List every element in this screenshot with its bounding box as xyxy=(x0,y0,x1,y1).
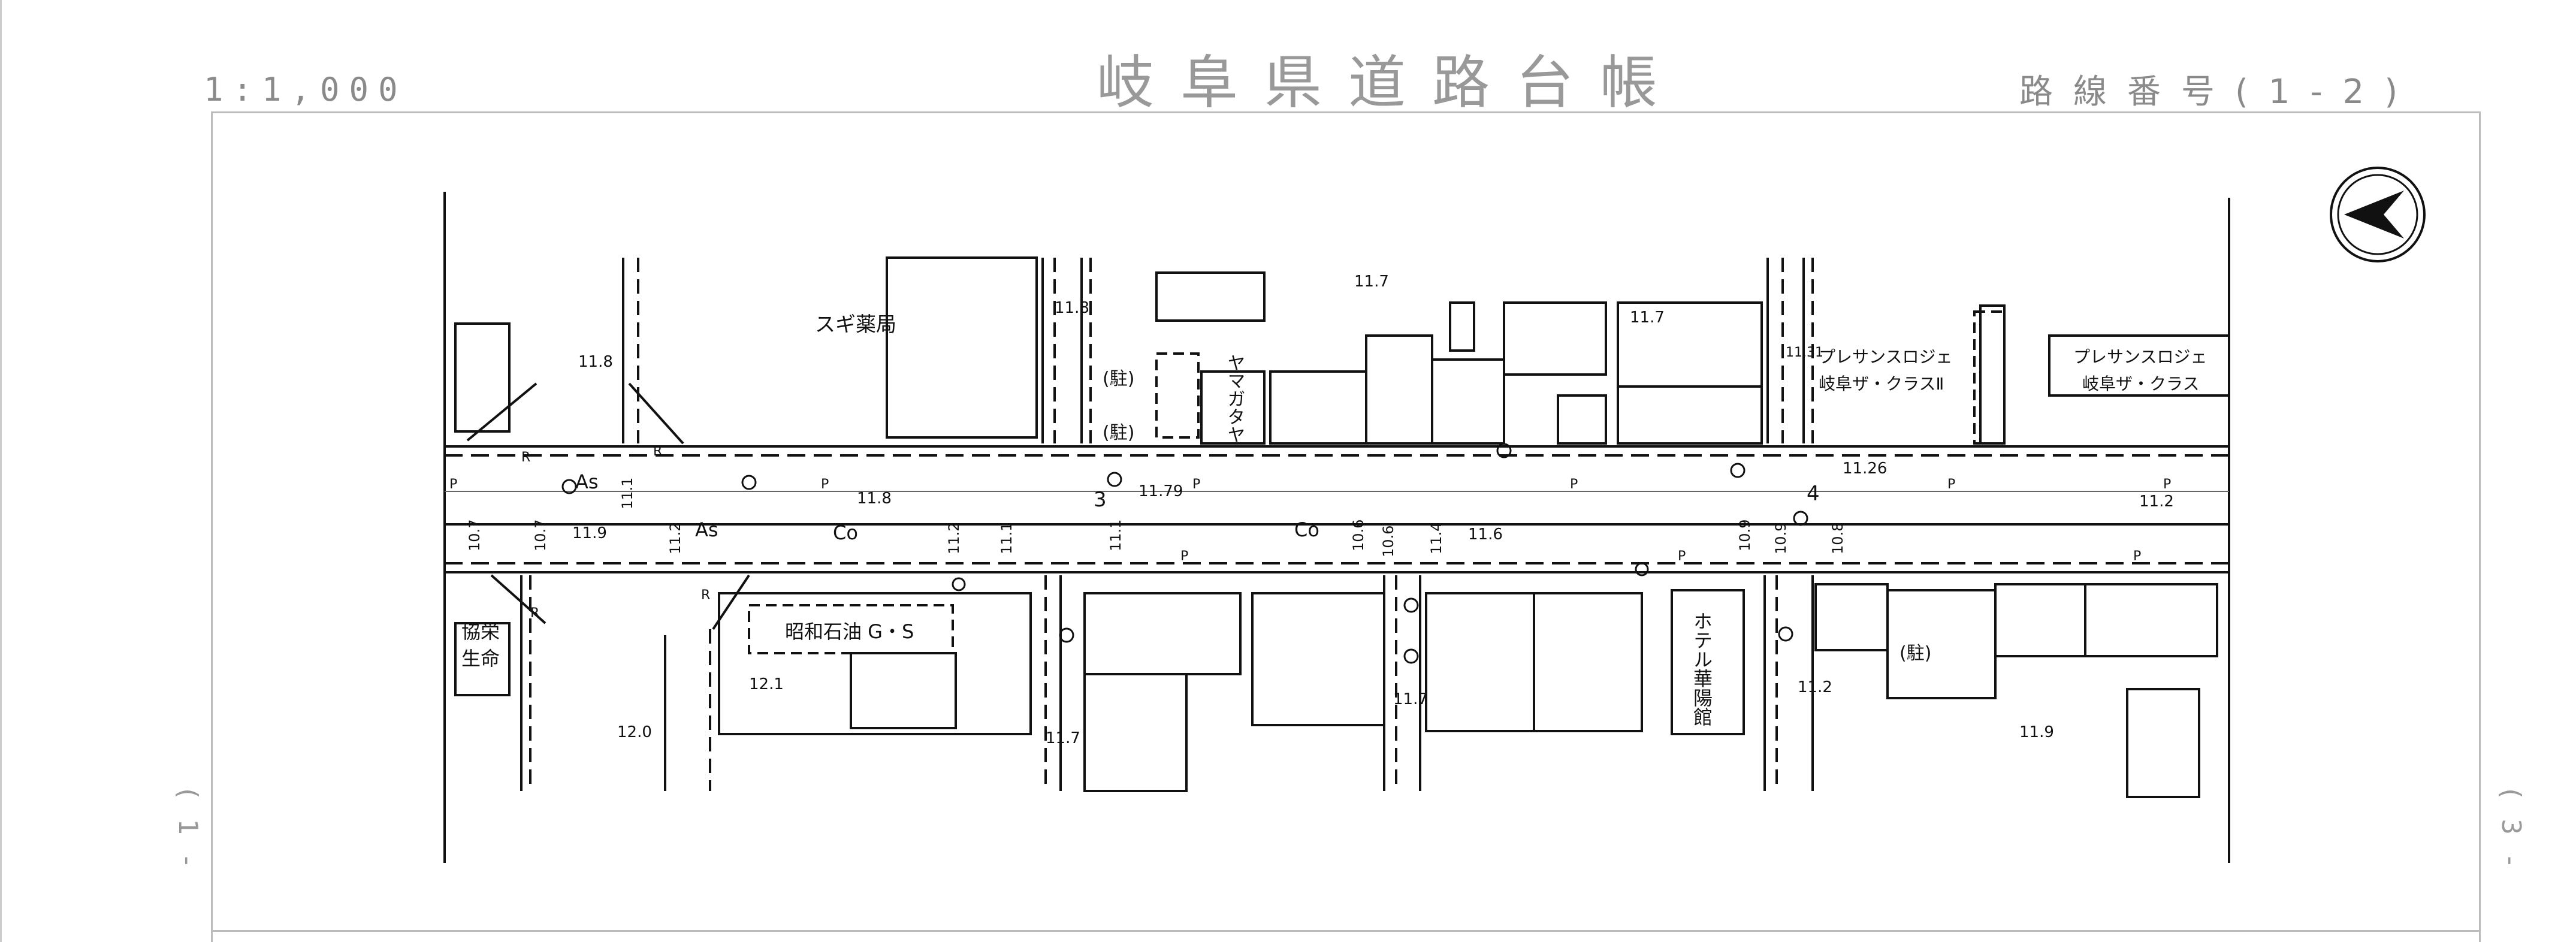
map-point-markers xyxy=(561,443,1808,664)
pole-symbol: P xyxy=(1192,477,1200,492)
width-6: 11.1 xyxy=(998,523,1015,554)
surface-co-2: Co xyxy=(1294,518,1319,541)
width-11: 10.9 xyxy=(1737,520,1753,551)
width-2: 10.7 xyxy=(532,520,549,551)
elev-8: 11.26 xyxy=(1843,460,1887,478)
elev-1: 11.8 xyxy=(578,353,613,371)
label-kyoei-2: 生命 xyxy=(461,647,500,670)
station-4: 4 xyxy=(1807,482,1820,506)
pole-symbol: P xyxy=(1180,549,1188,564)
pole-symbol: P xyxy=(2163,477,2171,492)
label-presence-2b: 岐阜ザ・クラス xyxy=(2082,374,2199,394)
page-mark-right: (3- xyxy=(2496,785,2526,887)
width-13: 10.8 xyxy=(1829,523,1846,554)
label-parking-2: (駐) xyxy=(1103,422,1134,443)
curb-symbol: R xyxy=(530,606,539,621)
page-mark-left: (1- xyxy=(173,785,203,887)
elev-10: 11.6 xyxy=(1468,526,1503,544)
map-frame xyxy=(211,111,2481,942)
elev-9: 11.2 xyxy=(2139,493,2174,511)
elev-6: 11.7 xyxy=(1630,309,1665,327)
label-presence-1b: 岐阜ザ・クラスⅡ xyxy=(1819,374,1944,394)
label-yamagataya: ヤマガタヤ xyxy=(1224,354,1245,443)
elev-3: 11.8 xyxy=(857,490,892,508)
label-hotel: ホテル華陽館 xyxy=(1690,611,1713,726)
elev-13: 12.1 xyxy=(749,675,784,693)
elev-17: 11.8 xyxy=(1055,299,1089,317)
width-1: 10.7 xyxy=(466,520,483,551)
curb-symbol: R xyxy=(521,450,530,465)
elev-12: 11.9 xyxy=(2019,723,2054,741)
label-parking-3: (駐) xyxy=(1899,643,1931,664)
bottom-rule xyxy=(211,930,2481,932)
pole-symbol: P xyxy=(821,477,829,492)
width-12: 10.9 xyxy=(1772,523,1789,554)
elev-14: 12.0 xyxy=(617,723,652,741)
width-8: 10.6 xyxy=(1350,520,1367,551)
label-presence-2a: プレサンスロジェ xyxy=(2073,347,2207,367)
surface-as-2: As xyxy=(695,518,718,541)
elev-7: 11.31 xyxy=(1786,345,1823,360)
pole-symbol: P xyxy=(2133,549,2141,564)
label-kyoei-1: 協栄 xyxy=(461,620,500,643)
page-edge xyxy=(0,0,2,942)
elev-2: 11.9 xyxy=(572,524,607,542)
width-4: 11.2 xyxy=(667,523,684,554)
pole-symbol: P xyxy=(449,477,457,492)
page-title: 岐阜県道路台帳 xyxy=(1097,49,1684,116)
north-arrow-icon xyxy=(2330,167,2426,262)
width-5: 11.2 xyxy=(946,523,962,554)
elev-15: 11.7 xyxy=(1046,729,1080,747)
elev-16: 11.7 xyxy=(1393,690,1428,708)
pole-symbol: P xyxy=(1678,549,1686,564)
pole-symbol: P xyxy=(1570,477,1578,492)
station-3: 3 xyxy=(1094,488,1107,512)
scale-label: 1:1,000 xyxy=(204,71,407,108)
elev-11: 11.2 xyxy=(1798,678,1832,696)
label-sugi: スギ薬局 xyxy=(815,313,896,337)
width-3: 11.1 xyxy=(619,478,636,509)
route-number-label: 路線番号(1-2) xyxy=(2019,73,2418,111)
elev-5: 11.7 xyxy=(1354,273,1389,291)
label-parking-1: (駐) xyxy=(1103,369,1134,390)
map-linework xyxy=(443,192,2230,863)
elev-4: 11.79 xyxy=(1138,482,1183,500)
surface-co-1: Co xyxy=(833,521,858,544)
width-10: 11.4 xyxy=(1428,523,1445,554)
label-showa: 昭和石油 G・S xyxy=(785,620,914,643)
width-7: 11.1 xyxy=(1107,520,1124,551)
width-9: 10.6 xyxy=(1380,526,1397,557)
curb-symbol: R xyxy=(701,588,710,603)
curb-symbol: R xyxy=(653,444,662,459)
label-presence-1a: プレサンスロジェ xyxy=(1819,347,1952,367)
pole-symbol: P xyxy=(1947,477,1955,492)
surface-as-1: As xyxy=(575,470,599,493)
